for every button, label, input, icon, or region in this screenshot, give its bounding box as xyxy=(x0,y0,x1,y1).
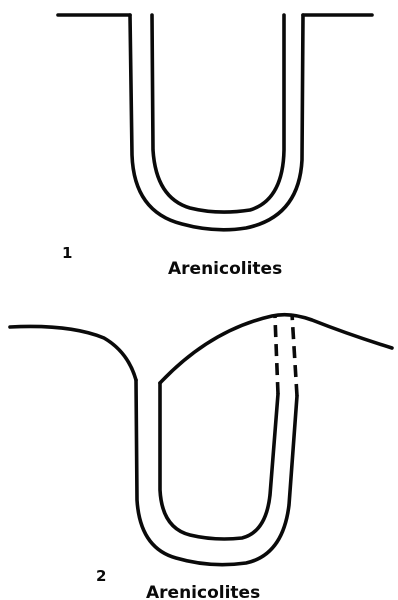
burrow-inner-wall xyxy=(152,15,284,212)
eroded-arm-outer-dashed xyxy=(292,314,297,396)
burrow-inner-wall xyxy=(160,383,278,539)
figure-2-caption: Arenicolites xyxy=(146,583,260,600)
figure-2-number: 2 xyxy=(96,567,106,585)
figure-1: 1 Arenicolites xyxy=(58,15,372,279)
figure-1-number: 1 xyxy=(62,244,72,262)
figure-1-caption: Arenicolites xyxy=(168,259,282,279)
burrow-outer-wall xyxy=(130,15,303,230)
figure-2: 2 Arenicolites xyxy=(10,314,392,600)
eroded-arm-inner-dashed xyxy=(275,317,278,394)
sediment-surface-left xyxy=(10,326,136,380)
